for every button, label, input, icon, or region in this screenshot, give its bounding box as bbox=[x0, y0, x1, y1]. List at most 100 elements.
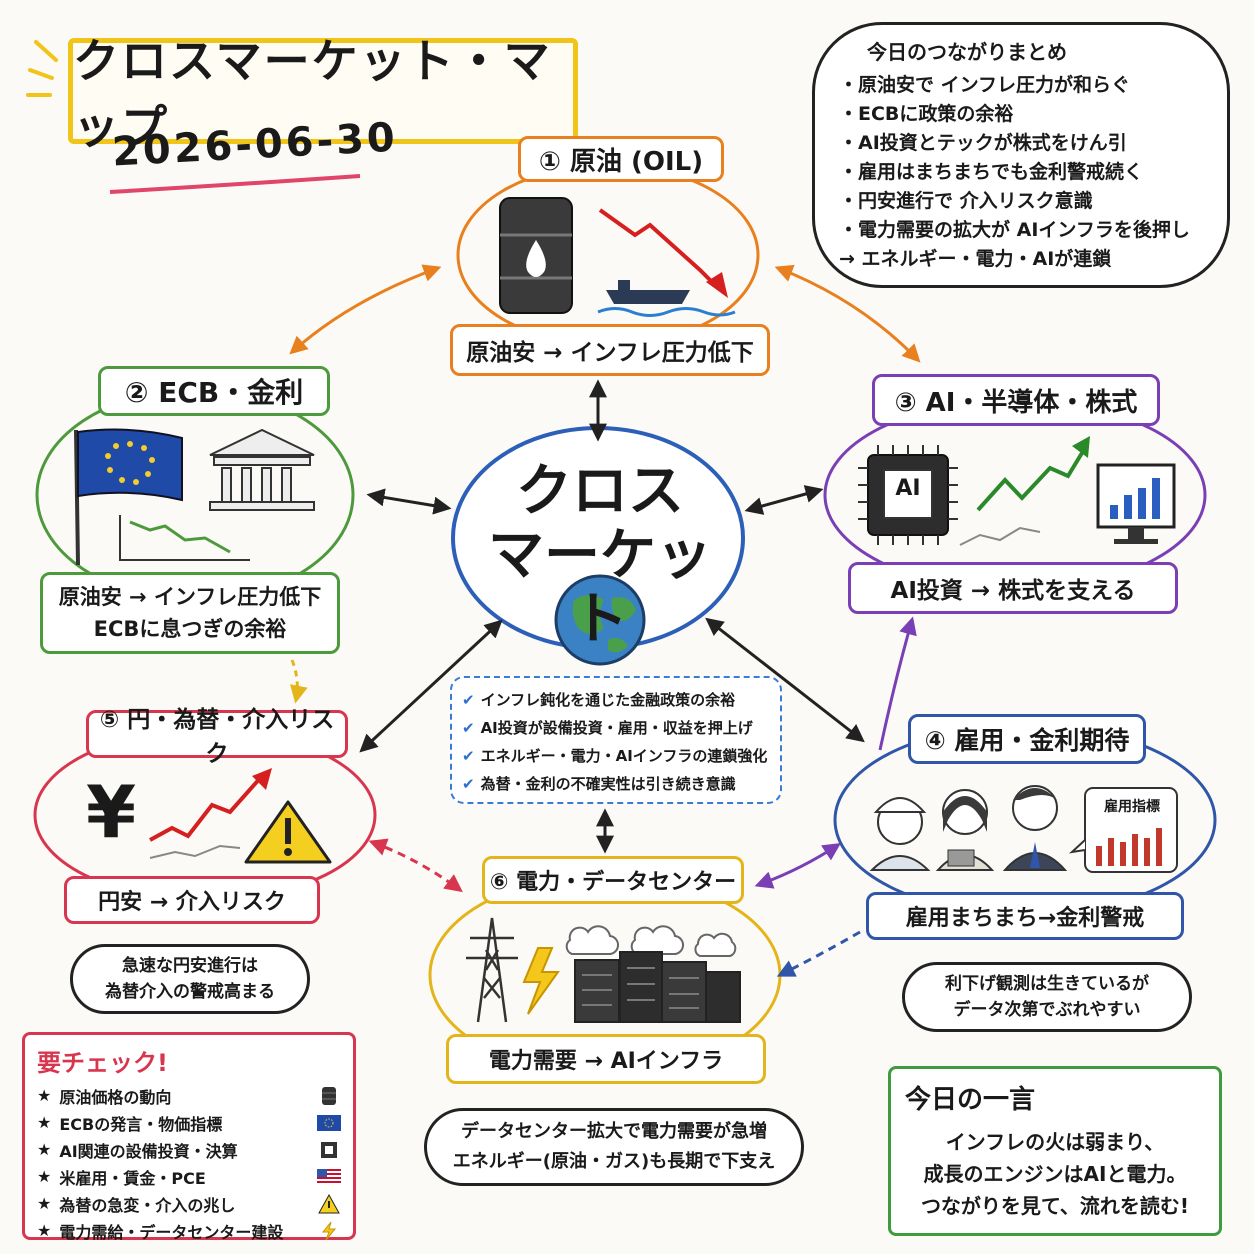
daily-quote-line: 成長のエンジンはAIと電力。 bbox=[923, 1162, 1187, 1186]
watchlist-title: 要チェック! bbox=[37, 1049, 168, 1077]
summary-title: 今日のつながりまとめ bbox=[867, 40, 1067, 64]
node-oil-label-text: ① 原油 (OIL) bbox=[538, 146, 704, 177]
page-title-text: クロスマーケット・マップ bbox=[73, 34, 552, 154]
summary-item: ・円安進行で 介入リスク意識 bbox=[839, 190, 1093, 212]
node-jobs-label[interactable]: ④ 雇用・金利期待 bbox=[908, 714, 1146, 764]
watchlist-item-text: 電力需給・データセンター建設 bbox=[59, 1222, 284, 1242]
watchlist-item: ★ 電力需給・データセンター建設 bbox=[37, 1217, 341, 1244]
arrow-oil-ai bbox=[774, 264, 921, 363]
check-icon: ✔ bbox=[462, 775, 475, 793]
businessman-icon bbox=[1002, 785, 1068, 871]
transmission-tower-icon bbox=[466, 917, 518, 1023]
node-yen-label[interactable]: ⑤ 円・為替・介入リスク bbox=[86, 707, 348, 767]
jobs-note-cloud: 利下げ観測は生きているが データ次第でぶれやすい bbox=[902, 962, 1192, 1032]
arrow-ecb-center bbox=[366, 488, 452, 515]
jobs-chart-label: 雇用指標 bbox=[1104, 799, 1160, 815]
summary-cloud: 今日のつながりまとめ ・原油安で インフレ圧力が和らぐ ・ECBに政策の余裕 ・… bbox=[812, 22, 1230, 288]
star-icon: ★ bbox=[37, 1086, 52, 1105]
watchlist-box: 要チェック! ★ 原油価格の動向 ★ ECBの発言・物価指標 ★ AI関連の設備投資・… bbox=[22, 1032, 356, 1242]
office-worker-woman-icon bbox=[935, 789, 995, 871]
power-note-cloud: データセンター拡大で電力需要が急増 エネルギー(原油・ガス)も長期で下支え bbox=[424, 1108, 804, 1186]
node-jobs-caption-text: 雇用まちまち→金利警戒 bbox=[905, 906, 1145, 931]
node-yen-label-text: ⑤ 円・為替・介入リスク bbox=[99, 707, 335, 767]
check-icon: ✔ bbox=[462, 719, 475, 737]
lightning-icon bbox=[317, 1220, 341, 1242]
node-power-label[interactable]: ⑥ 電力・データセンター bbox=[482, 856, 744, 904]
star-icon: ★ bbox=[37, 1167, 52, 1186]
oil-down-arrow-icon bbox=[598, 208, 728, 298]
check-icon: ✔ bbox=[462, 691, 475, 709]
yen-note-cloud: 急速な円安進行は 為替介入の警戒高まる bbox=[70, 944, 310, 1014]
cloud-icon bbox=[565, 925, 737, 957]
key-point: ✔エネルギー・電力・AIインフラの連鎖強化 bbox=[462, 742, 770, 770]
server-racks-icon bbox=[574, 951, 741, 1023]
node-power-caption: 電力需要 → AIインフラ bbox=[446, 1034, 766, 1084]
cloud-text: データ次第でぶれやすい bbox=[953, 1000, 1141, 1020]
key-point: ✔ AI投資が設備投資・雇用・収益を押上げ bbox=[462, 714, 770, 742]
ai-chip-icon bbox=[858, 445, 958, 545]
arrow-ecb-yen bbox=[289, 659, 308, 704]
central-bank-icon bbox=[209, 428, 315, 511]
worker-icon bbox=[869, 797, 931, 871]
arrow-ai-center bbox=[744, 485, 824, 515]
node-yen-caption-text: 円安 → 介入リスク bbox=[98, 890, 286, 915]
node-power-caption-text: 電力需要 → AIインフラ bbox=[488, 1049, 724, 1074]
node-ecb-caption-line: ECBに息つぎの余裕 bbox=[93, 617, 287, 641]
eu-flag-icon bbox=[74, 428, 183, 566]
oil-barrel-icon bbox=[317, 1085, 341, 1107]
eu-flag-icon bbox=[317, 1112, 341, 1134]
node-power-label-text: ⑥ 電力・データセンター bbox=[489, 870, 737, 895]
watchlist-item-text: AI関連の設備投資・決算 bbox=[59, 1141, 238, 1161]
summary-item: → エネルギー・電力・AIが連鎖 bbox=[839, 248, 1112, 270]
ai-chip-text: AI bbox=[895, 476, 921, 501]
title-sparkle-icon bbox=[26, 40, 58, 97]
summary-item: ・原油安で インフレ圧力が和らぐ bbox=[839, 74, 1131, 96]
cloud-text: 急速な円安進行は bbox=[122, 956, 258, 976]
key-point: ✔ インフレ鈍化を通じた金融政策の余裕 bbox=[462, 686, 770, 714]
key-point-text: AI投資が設備投資・雇用・収益を押上げ bbox=[480, 719, 753, 737]
watchlist-item: ★ AI関連の設備投資・決算 bbox=[37, 1136, 341, 1163]
arrow-center-jobs bbox=[705, 617, 865, 743]
daily-quote-line: つながりを見て、流れを読む! bbox=[920, 1194, 1190, 1218]
star-icon: ★ bbox=[37, 1140, 52, 1159]
cloud-text: 為替介入の警戒高まる bbox=[105, 982, 275, 1002]
node-ai-label[interactable]: ③ AI・半導体・株式 bbox=[872, 374, 1160, 426]
center-label-line: クロス bbox=[516, 459, 684, 524]
arrow-jobs-ai bbox=[878, 616, 917, 751]
ecb-down-chart-icon bbox=[119, 515, 250, 561]
key-point: ✔為替・金利の不確実性は引き続き意識 bbox=[462, 770, 770, 798]
node-oil-label[interactable]: ① 原油 (OIL) bbox=[518, 136, 724, 182]
globe-icon bbox=[554, 574, 646, 666]
watchlist-item-text: 米雇用・賃金・PCE bbox=[59, 1168, 206, 1188]
node-ecb-caption: 原油安 → インフレ圧力低下 ECBに息つぎの余裕 bbox=[40, 572, 340, 654]
watchlist-item: ★ 原油価格の動向 bbox=[37, 1082, 341, 1109]
watchlist-item-text: ECBの発言・物価指標 bbox=[59, 1114, 223, 1134]
center-label-line: マーケット bbox=[488, 523, 712, 652]
node-yen-caption: 円安 → 介入リスク bbox=[64, 876, 320, 924]
node-ecb-label[interactable]: ② ECB・金利 bbox=[98, 366, 330, 416]
arrow-center-yen bbox=[359, 619, 503, 753]
node-jobs-label-text: ④ 雇用・金利期待 bbox=[924, 726, 1130, 755]
watchlist-item-text: 原油価格の動向 bbox=[59, 1087, 172, 1107]
node-ai-label-text: ③ AI・半導体・株式 bbox=[894, 387, 1138, 418]
us-flag-icon bbox=[317, 1166, 341, 1188]
arrow-jobs-power-dashed bbox=[776, 930, 861, 977]
node-oil-caption: 原油安 → インフレ圧力低下 bbox=[450, 324, 770, 376]
arrow-yen-power bbox=[368, 838, 463, 893]
star-icon: ★ bbox=[37, 1113, 52, 1132]
oil-barrel-icon bbox=[499, 197, 573, 314]
node-jobs-caption: 雇用まちまち→金利警戒 bbox=[866, 892, 1184, 940]
cloud-text: 利下げ観測は生きているが bbox=[945, 974, 1149, 994]
center-label[interactable]: クロス マーケット bbox=[470, 460, 730, 652]
key-point-text: インフレ鈍化を通じた金融政策の余裕 bbox=[480, 691, 736, 709]
star-icon: ★ bbox=[37, 1194, 52, 1213]
summary-item: ・電力需要の拡大が AIインフラを後押し bbox=[839, 219, 1190, 241]
star-icon: ★ bbox=[37, 1221, 52, 1240]
ai-chip-icon bbox=[317, 1139, 341, 1161]
jobs-bar-chart-icon bbox=[1068, 787, 1178, 873]
node-ecb-caption-line: 原油安 → インフレ圧力低下 bbox=[58, 585, 322, 609]
key-point-text: エネルギー・電力・AIインフラの連鎖強化 bbox=[480, 747, 768, 765]
daily-quote-title: 今日の一言 bbox=[905, 1085, 1036, 1115]
daily-quote-box: 今日の一言 インフレの火は弱まり、 成長のエンジンはAIと電力。 つながりを見て… bbox=[888, 1066, 1222, 1236]
